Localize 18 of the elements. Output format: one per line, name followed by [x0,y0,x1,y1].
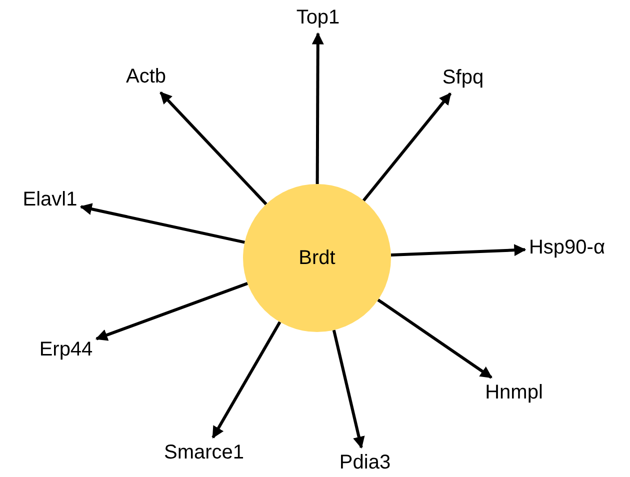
arrow [332,330,365,449]
arrow [312,32,324,184]
hub-label: Brdt [298,246,336,270]
protein-label: Pdia3 [339,452,391,474]
protein-label: Hsp90-α [528,236,606,260]
protein-label: Smarce1 [164,442,244,464]
arrow [95,282,248,341]
arrow [362,92,452,202]
protein-label: Sfpq [442,66,484,90]
protein-label: Hnmpl [485,382,543,404]
arrow [80,203,245,244]
protein-label: Actb [126,66,166,88]
protein-label: Erp44 [39,338,93,362]
arrow [160,91,268,206]
protein-label: Elavl1 [22,188,78,212]
arrow [212,321,282,439]
arrow [377,298,492,379]
protein-label: Top1 [296,6,340,30]
